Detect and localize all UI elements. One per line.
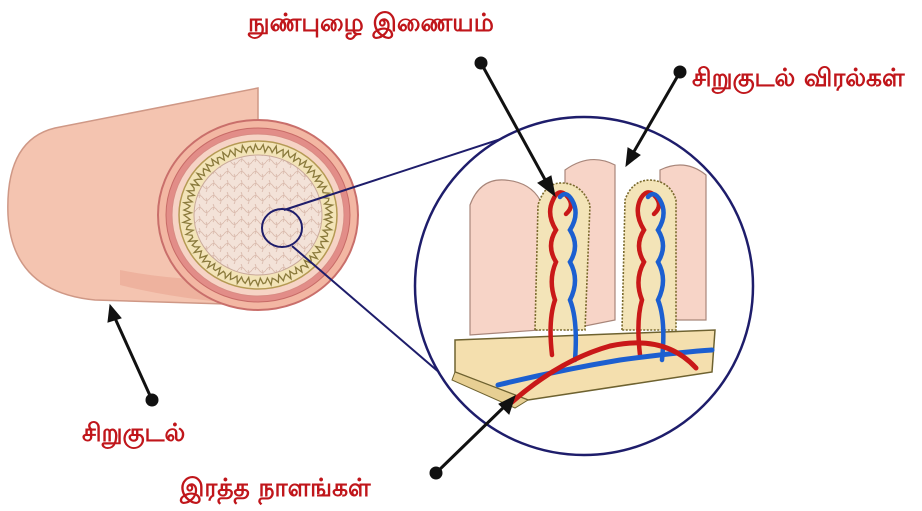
villi-zoom-view <box>415 117 753 455</box>
pointer-arrowhead-small-intestine <box>108 305 121 322</box>
label-villi: சிறுகுடல் விரல்கள் <box>692 63 905 95</box>
pointer-line-small-intestine <box>114 316 152 400</box>
pointer-line-blood-vessels <box>436 405 506 473</box>
label-small-intestine: சிறுகுடல் <box>82 418 185 450</box>
small-intestine-tube <box>8 88 358 310</box>
label-capillary-network: நுண்புழை இணையம் <box>247 8 494 40</box>
villus-back-left <box>470 180 540 335</box>
villus-front-left <box>535 183 590 330</box>
tube-lumen <box>194 155 322 275</box>
villus-front-right <box>622 180 676 330</box>
label-blood-vessels: இரத்த நாளங்கள் <box>179 473 371 505</box>
